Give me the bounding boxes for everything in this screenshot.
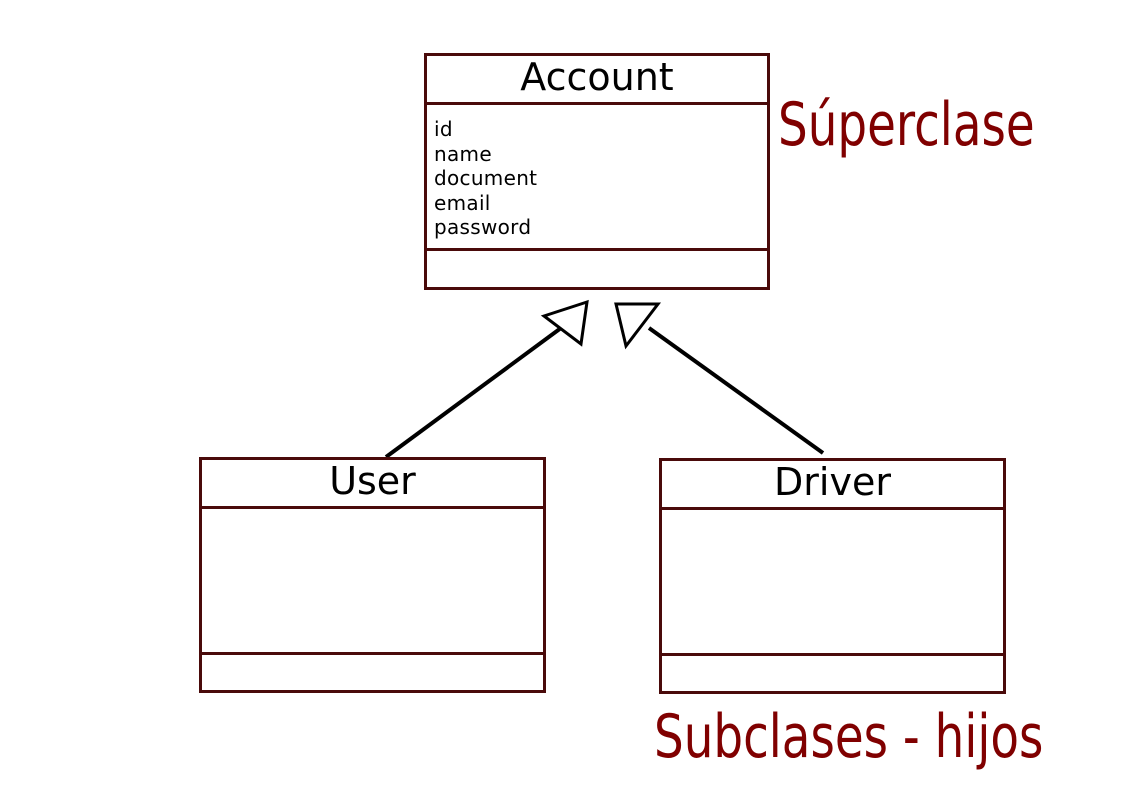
- account-attribute: document: [434, 166, 538, 190]
- driver-class-box: Driver: [659, 458, 1006, 694]
- user-class-box: User: [199, 457, 546, 693]
- user-inheritance-arrowhead: [540, 299, 589, 347]
- user-attributes: [202, 509, 543, 655]
- subclasses-caption: Subclases - hijos: [654, 702, 1044, 772]
- account-class-name: Account: [427, 56, 767, 105]
- user-inheritance-line: [384, 326, 563, 459]
- account-attribute: password: [434, 215, 532, 239]
- user-class-name: User: [202, 460, 543, 509]
- account-attribute: id: [434, 117, 453, 141]
- account-class-box: Account id name document email password: [424, 53, 770, 290]
- driver-attributes: [662, 510, 1003, 656]
- superclass-caption: Súperclase: [778, 90, 1035, 160]
- driver-class-name: Driver: [662, 461, 1003, 510]
- account-attributes: id name document email password: [427, 105, 767, 251]
- account-attribute: name: [434, 141, 492, 166]
- account-attribute: email: [434, 190, 491, 215]
- driver-inheritance-line: [647, 326, 825, 455]
- driver-inheritance-arrowhead: [614, 302, 662, 350]
